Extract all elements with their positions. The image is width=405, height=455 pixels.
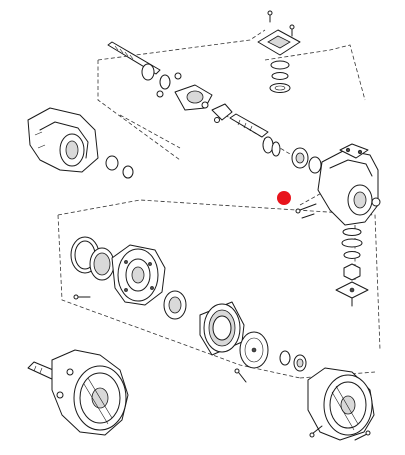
highlighted-part-marker[interactable]	[277, 191, 291, 205]
lower-kingpin-stack	[335, 228, 369, 307]
axle-end-assembly-left	[27, 349, 129, 436]
differential-housing	[27, 107, 134, 179]
top-cover-assembly	[257, 10, 301, 93]
drive-shaft-assembly	[107, 41, 269, 138]
ring-gear-group	[199, 301, 307, 383]
axle-end-assembly-right	[307, 367, 375, 441]
shaft-seals	[262, 136, 322, 174]
wheel-hub-group	[70, 236, 187, 320]
steering-knuckle	[295, 143, 381, 226]
